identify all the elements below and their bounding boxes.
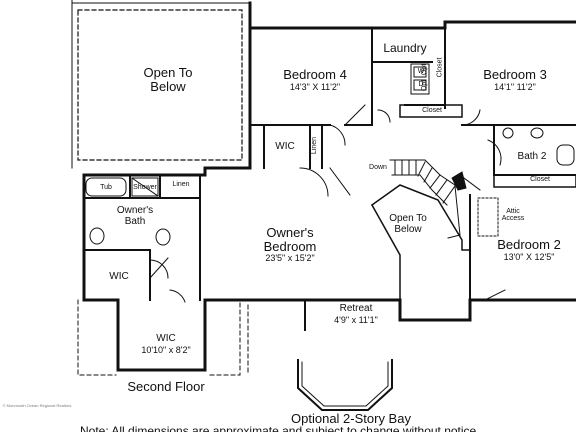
- bedroom4-label: Bedroom 4 14'3" X 11'2": [270, 68, 360, 92]
- bedroom3-label: Bedroom 3 14'1" 11'2": [470, 68, 560, 92]
- wic-lower-name: WIC: [156, 333, 176, 344]
- interior-walls: [83, 27, 576, 331]
- bedroom2-dim: 13'0" X 12'5": [503, 251, 555, 262]
- bedroom4-name: Bedroom 4: [283, 67, 347, 82]
- exterior-walls: [82, 1, 576, 372]
- bedroom3-dim: 14'1" 11'2": [494, 81, 536, 92]
- open-to-below-center-label: Open To Below: [389, 213, 427, 235]
- owners-bedroom-label: Owner's Bedroom 23'5" x 15'2": [240, 226, 340, 264]
- opt-label-1: Opt: [421, 63, 429, 76]
- wic-lower-label: WIC 10'10" x 8'2": [136, 333, 196, 355]
- retreat-dim: 4'9" x 11'1": [334, 314, 378, 325]
- bedroom4-dim: 14'3" X 11'2": [289, 81, 341, 92]
- closet-mid-label: Closet: [422, 107, 442, 114]
- optional-bay-caption: Optional 2-Story Bay: [291, 411, 411, 426]
- down-label: Down: [369, 164, 387, 171]
- open-to-below-center-outline: [370, 184, 471, 301]
- wic-upper-label: WIC: [275, 141, 295, 152]
- staircase: [389, 159, 461, 239]
- second-floor-caption: Second Floor: [127, 379, 205, 394]
- attic-access-label: Attic Access: [501, 208, 525, 223]
- owners-bedroom-dim: 23'5" x 15'2": [265, 253, 315, 264]
- laundry-text: Laundry: [383, 41, 427, 55]
- wic-lower-dim: 10'10" x 8'2": [141, 344, 191, 355]
- bedroom2-label: Bedroom 2 13'0" X 12'5": [484, 238, 574, 262]
- closet-vertical-label: Closet: [436, 57, 444, 78]
- laundry-appliances: [410, 63, 430, 95]
- open-to-below-dashed-area: [77, 9, 243, 161]
- shower-label: Shower: [133, 184, 157, 191]
- laundry-label: Laundry: [380, 42, 430, 55]
- closet-right-label: Closet: [530, 176, 550, 183]
- attic-access-outline: [477, 197, 499, 237]
- washer-label: W: [417, 68, 425, 75]
- bath-fixtures: [85, 127, 575, 246]
- wic-left-label: WIC: [109, 271, 129, 282]
- linen-vertical-label: Linen: [311, 136, 319, 155]
- bedroom2-name: Bedroom 2: [497, 237, 561, 252]
- owners-bedroom-name: Owner's Bedroom: [263, 225, 317, 254]
- owners-bath-label: Owner's Bath: [116, 205, 154, 227]
- door-swings: [149, 104, 506, 303]
- dryer-label: D: [418, 81, 424, 88]
- bedroom3-name: Bedroom 3: [483, 67, 547, 82]
- open-to-below-left-text: Open To Below: [143, 65, 193, 94]
- open-to-below-left-label: Open To Below: [128, 66, 208, 93]
- retreat-label: Retreat 4'9" x 11'1": [326, 303, 386, 325]
- linen-label: Linen: [172, 181, 190, 188]
- bottom-note: Note: All dimensions are approximate and…: [80, 424, 477, 432]
- bath2-label: Bath 2: [517, 151, 547, 162]
- dashed-projection: [77, 299, 249, 376]
- copyright-text: © Monmouth Ocean Regional Realtors: [2, 403, 72, 408]
- retreat-name: Retreat: [339, 303, 373, 314]
- opt-label-2: Opt: [421, 79, 429, 92]
- tub-label: Tub: [100, 184, 112, 191]
- optional-bay-outline: [297, 359, 393, 411]
